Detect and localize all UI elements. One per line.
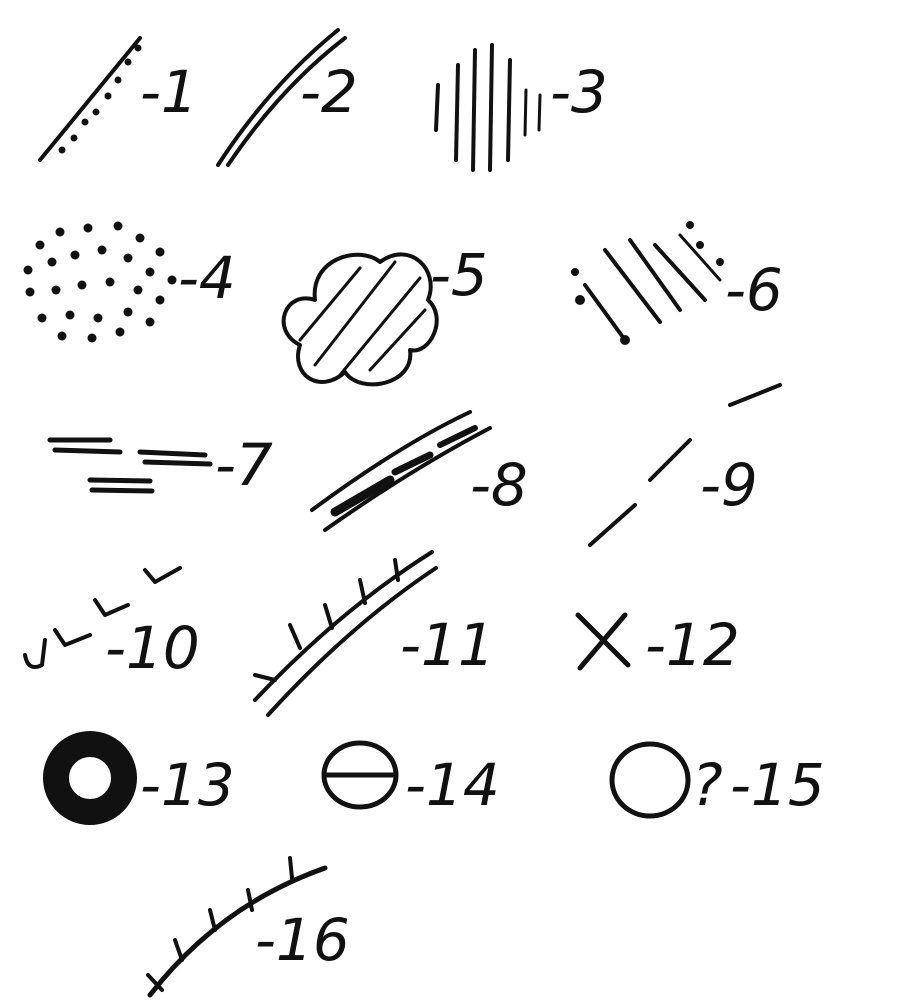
legend-label-1: -1 <box>140 58 198 126</box>
legend-label-14: -14 <box>405 751 500 819</box>
legend-label-7: -7 <box>215 431 273 499</box>
legend-label-13: -13 <box>140 751 235 819</box>
vertical-hatch-icon <box>436 45 540 170</box>
legend-label-3: -3 <box>550 58 608 126</box>
hatched-blob-icon <box>284 254 437 384</box>
legend-label-4: -4 <box>178 244 236 312</box>
legend-label-5: -5 <box>430 241 488 309</box>
shaded-band-icon <box>312 412 490 530</box>
legend-label-15: -15 <box>730 751 825 819</box>
legend-label-12: -12 <box>645 611 740 679</box>
open-circle-icon <box>612 744 688 816</box>
cross-icon <box>578 615 628 668</box>
dot-cluster-icon <box>24 222 177 343</box>
legend-label-2: -2 <box>300 58 358 126</box>
query-mark: ? <box>692 751 723 819</box>
legend-label-16: -16 <box>255 906 350 974</box>
legend-label-11: -11 <box>400 611 495 679</box>
dotted-line-icon <box>40 38 142 160</box>
legend-label-10: -10 <box>105 614 200 682</box>
legend-label-8: -8 <box>470 451 528 519</box>
horizontal-dashes-icon <box>50 440 210 491</box>
legend-label-9: -9 <box>700 451 758 519</box>
legend-label-6: -6 <box>725 256 783 324</box>
filled-ring-icon <box>56 744 124 812</box>
hatched-dots-icon <box>571 221 724 345</box>
barred-circle-icon <box>324 743 396 807</box>
